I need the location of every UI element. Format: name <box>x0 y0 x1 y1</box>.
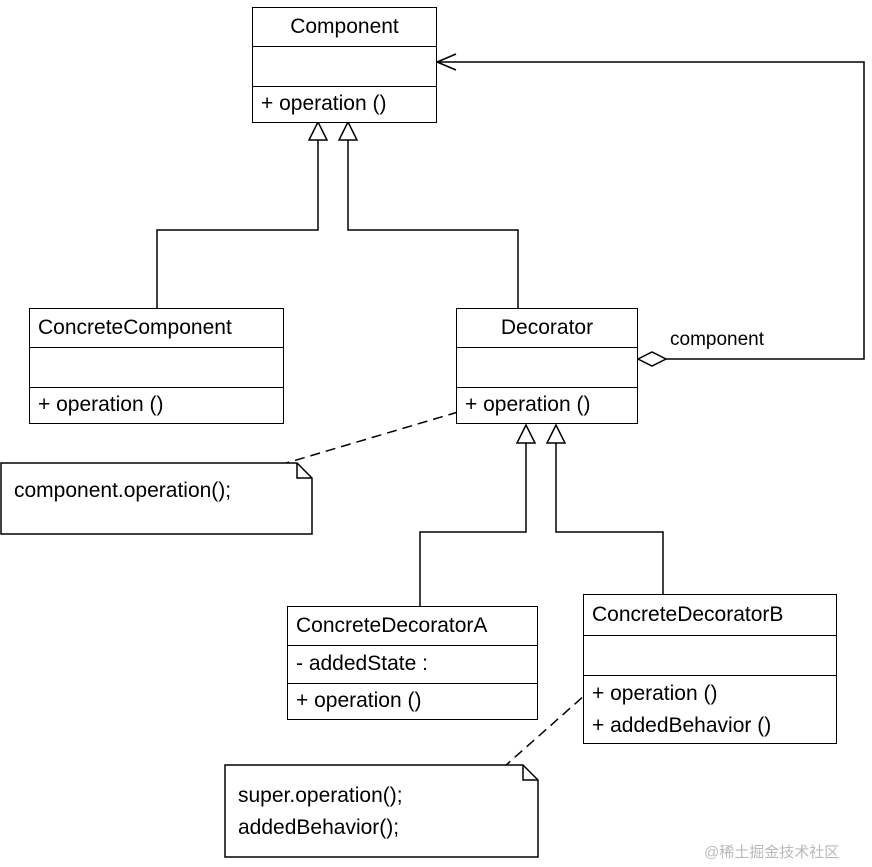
operations-compartment: + operation () <box>253 86 436 122</box>
note-anchor-decorator <box>282 411 459 465</box>
note-line: super.operation(); <box>238 784 403 807</box>
watermark: @稀土掘金技术社区 <box>704 844 840 861</box>
generalization-arrowhead <box>545 423 567 444</box>
attributes-compartment <box>584 635 836 675</box>
class-component: Component + operation () <box>252 7 437 123</box>
class-name: Decorator <box>500 316 594 339</box>
generalization-concrete-component <box>156 140 319 308</box>
note-shape <box>224 764 539 858</box>
attributes-compartment: - addedState : <box>288 645 537 683</box>
operation: + addedBehavior () <box>592 714 772 737</box>
association-arrowhead <box>435 53 457 71</box>
aggregation-line <box>437 61 865 360</box>
note-text: component.operation(); <box>14 479 232 502</box>
generalization-concrete-decorator-b <box>555 443 664 594</box>
note-super-operation: super.operation(); addedBehavior(); <box>224 764 539 858</box>
attributes-compartment <box>30 347 283 387</box>
aggregation-diamond <box>636 351 668 367</box>
operations-compartment: + operation () <box>288 683 537 718</box>
class-concrete-decorator-b: ConcreteDecoratorB + operation () + adde… <box>583 594 837 744</box>
note-component-operation: component.operation(); <box>0 462 313 535</box>
attributes-compartment <box>253 46 436 86</box>
generalization-arrowhead <box>337 120 359 141</box>
class-name: ConcreteDecoratorB <box>592 603 784 626</box>
association-role-label: component <box>670 329 765 350</box>
class-name: ConcreteDecoratorA <box>296 614 488 637</box>
generalization-arrowhead <box>307 120 329 141</box>
operation: + operation () <box>465 393 591 416</box>
operation: + operation () <box>296 689 422 712</box>
generalization-concrete-decorator-a <box>419 443 527 606</box>
attributes-compartment <box>457 347 637 387</box>
operation: + operation () <box>261 92 387 115</box>
note-anchor-decorator-b <box>504 686 595 767</box>
attribute: - addedState : <box>296 652 428 675</box>
note-shape <box>0 462 313 535</box>
operations-compartment: + operation () + addedBehavior () <box>584 675 836 742</box>
class-decorator: Decorator + operation () <box>456 308 638 424</box>
operation: + operation () <box>592 682 718 705</box>
class-concrete-decorator-a: ConcreteDecoratorA - addedState : + oper… <box>287 606 538 720</box>
class-concrete-component: ConcreteComponent + operation () <box>29 308 284 424</box>
class-name: Component <box>290 15 399 38</box>
operation: + operation () <box>38 393 164 416</box>
generalization-arrowhead <box>515 423 537 444</box>
operations-compartment: + operation () <box>457 387 637 423</box>
class-name: ConcreteComponent <box>38 316 232 339</box>
operations-compartment: + operation () <box>30 387 283 423</box>
generalization-decorator <box>347 140 519 308</box>
note-line: addedBehavior(); <box>238 816 400 839</box>
